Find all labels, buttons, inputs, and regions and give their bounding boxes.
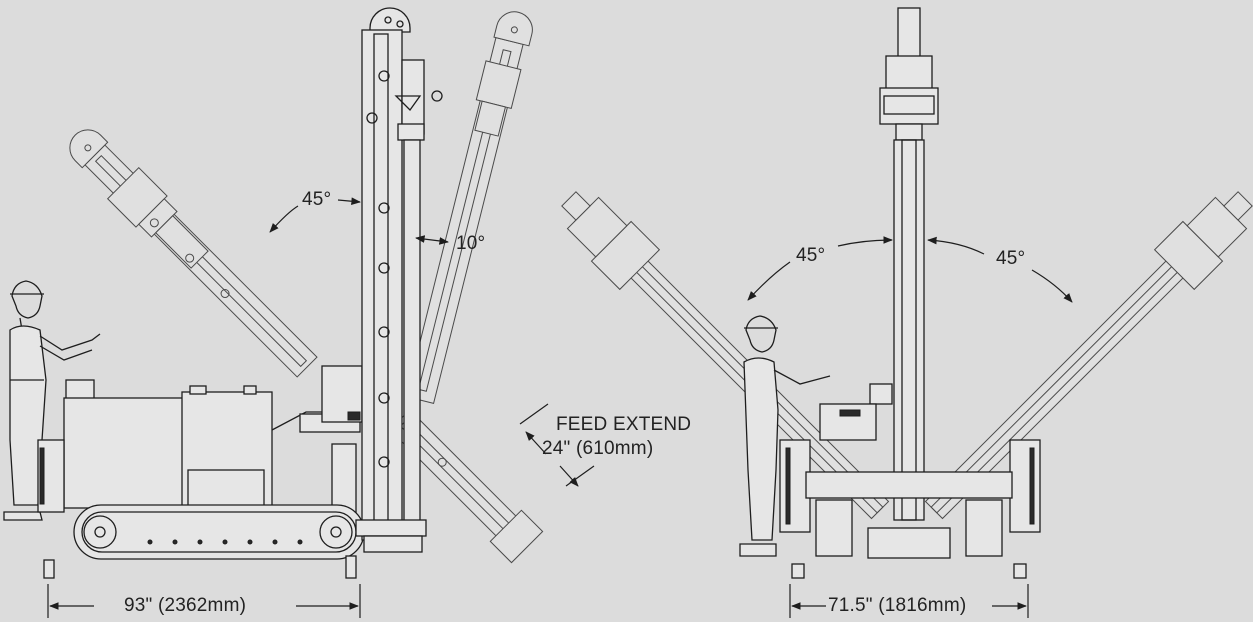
angle-arcs-front	[747, 236, 1073, 303]
side-angle-10-label: 10°	[456, 233, 486, 254]
mast-front	[879, 7, 939, 521]
side-length-label: 93" (2362mm)	[124, 595, 247, 616]
front-width-label: 71.5" (1816mm)	[828, 595, 967, 616]
feed-extend-title: FEED EXTEND	[556, 414, 692, 435]
front-angle-left-label: 45°	[796, 245, 826, 266]
feed-extend-dimension	[519, 403, 595, 487]
front-angle-right-label: 45°	[996, 248, 1026, 269]
ghost-mast-right	[924, 191, 1253, 520]
angle-arc-side-10	[415, 235, 449, 245]
ghost-mast-10	[405, 11, 533, 404]
ghost-feed-extend	[389, 409, 544, 564]
ghost-mast-45	[69, 129, 318, 378]
side-view	[3, 7, 595, 618]
side-angle-45-label: 45°	[302, 189, 332, 210]
carrier-body-side	[37, 365, 363, 515]
crawler-track-side	[43, 504, 365, 579]
mast-side	[355, 7, 443, 553]
feed-extend-value: 24" (610mm)	[542, 438, 654, 459]
angle-arc-side-45	[269, 197, 361, 233]
front-view	[561, 7, 1253, 618]
operator-figure-front	[739, 315, 831, 557]
length-dimension-side	[47, 584, 361, 618]
width-dimension-front	[789, 584, 1029, 618]
carrier-front	[779, 383, 1041, 579]
operator-figure-side	[3, 280, 101, 521]
